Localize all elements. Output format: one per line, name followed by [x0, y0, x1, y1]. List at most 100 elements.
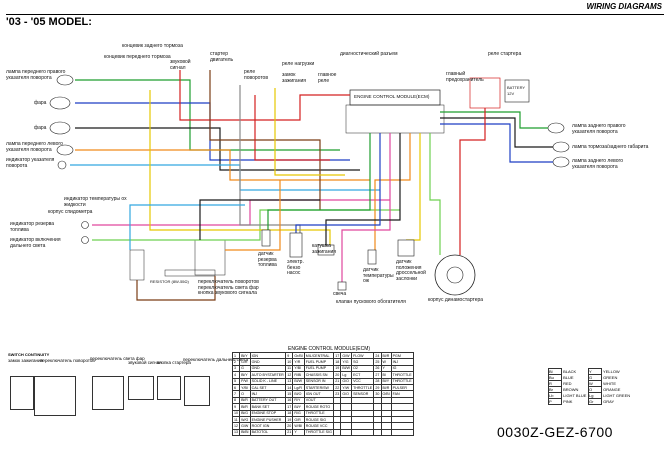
label-turn-relay: реле поворотов: [244, 69, 268, 81]
rear-left-turn-lamp: [552, 156, 570, 168]
fuel-pump: [289, 232, 303, 258]
label-headlight-2: фара: [34, 125, 47, 131]
handlebar-switch-block: [129, 249, 145, 281]
label-throttle-sensor: датчик положения дроссельной заслонки: [396, 259, 426, 282]
ecm-table-cell: [333, 415, 342, 424]
ecm-table-cell: R/G: [292, 409, 305, 417]
ecm-table-cell: [390, 403, 415, 411]
label-turn-indicator: индикатор указателя поворота: [6, 157, 55, 169]
ecm-table-cell: BATOTOL: [249, 428, 287, 437]
throttle-sensor: [397, 239, 415, 257]
label-ignition-coil: катушка зажигания: [312, 243, 336, 255]
sc-header-starter: кнопка стартера: [157, 360, 191, 365]
section-title: WIRING DIAGRAMS: [586, 2, 662, 11]
ecm-table-cell: 17: [333, 351, 342, 360]
wire: [459, 108, 486, 255]
label-rear-left-turn: лампа заднего левого указателя поворота: [572, 158, 624, 170]
wire: [325, 133, 401, 245]
legend-item: P PINK: [548, 398, 573, 405]
headlight-1: [49, 96, 71, 110]
ecm-table-cell: 2: [231, 358, 241, 366]
wire: [75, 127, 360, 171]
ecm-table-cell: [390, 396, 415, 405]
wire: [341, 133, 391, 282]
label-ecm: ENGINE CONTROL MODULE(ECM): [354, 94, 430, 99]
ecm-table-cell: [390, 415, 415, 424]
wire: [209, 70, 321, 210]
front-right-turn-lamp: [56, 74, 74, 86]
label-spark-plug: свеча: [333, 291, 347, 297]
wire: [70, 164, 380, 191]
brake-taillight: [552, 141, 570, 153]
sc-header-highbeam: переключатель дальнего света: [183, 357, 249, 362]
label-fuel-temp-indicator: индикатор температуры ох жидкости: [64, 196, 127, 208]
ecm-table-cell: 21: [285, 428, 294, 437]
ecm-table-cell: 1: [231, 351, 241, 360]
wire: [239, 85, 301, 233]
sc-table-starter: [157, 376, 181, 400]
turn-indicator: [57, 160, 67, 170]
wire: [440, 123, 553, 163]
high-beam-indicator: [81, 236, 89, 244]
ecm-table-cell: Bl/O: [292, 390, 305, 398]
ecm-table-cell: 3: [231, 364, 241, 373]
label-rear-brake-switch: концевик заднего тормоза: [122, 43, 183, 49]
label-fuel-pump: электр. бензо насос: [287, 259, 304, 276]
ecm-table-cell: 18: [333, 358, 342, 366]
label-main-relay: главное реле: [318, 72, 337, 84]
wire: [429, 133, 441, 255]
ecm-table-cell: [333, 396, 342, 405]
ecm-table-cell: [390, 428, 415, 437]
ecm-table-cell: G/R: [292, 415, 305, 424]
ecm-table-cell: THROTTLE SIG: [303, 428, 335, 437]
ecm-table-cell: Bl/W: [292, 377, 305, 385]
label-battery: BATTERY 12V: [507, 85, 526, 96]
ecm-table-cell: Gr/Bl: [292, 351, 305, 360]
switch-continuity-title: SWITCH CONTINUITY: [8, 352, 50, 357]
wire: [75, 102, 350, 161]
ecm-table-cell: 12: [231, 422, 241, 430]
sc-table-horn: [128, 376, 154, 400]
front-left-turn-lamp: [56, 144, 74, 156]
ecm-table-cell: [333, 428, 342, 437]
ecm-table-cell: [390, 409, 415, 417]
temp-sensor: [367, 249, 377, 265]
ecm-table-cell: INJ: [390, 358, 415, 366]
label-front-brake-switch: концевик переднего тормоза: [104, 54, 171, 60]
ecm-table-cell: IG: [390, 364, 415, 373]
label-main-fuse: главный предохранитель: [446, 71, 484, 83]
ecm-table-cell: [333, 422, 342, 430]
label-front-right-turn: лампа переднего правого указателя поворо…: [6, 69, 66, 81]
wire: [295, 133, 381, 233]
ecm-table-cell: [380, 428, 392, 437]
wire: [75, 79, 340, 151]
label-rear-right-turn: лампа заднего правого указателя поворота: [572, 123, 626, 135]
label-resistor: RESISTOR (8W-55Ω): [150, 279, 189, 284]
ecm-table-cell: PGM: [390, 351, 415, 360]
ecm-table-cell: 10: [231, 409, 241, 417]
fuel-reserve-sensor: [261, 229, 271, 247]
wire: [149, 90, 331, 245]
sc-table-ignition: [10, 376, 34, 410]
label-front-left-turn: лампа переднего левого указателя поворот…: [6, 141, 63, 153]
ecm-table-cell: Y/R: [292, 358, 305, 366]
wire: [179, 70, 350, 121]
ecm-table-cell: 20: [333, 371, 342, 379]
page-header: WIRING DIAGRAMS: [0, 0, 670, 14]
ecm-table-cell: 21: [333, 377, 342, 385]
sc-header-ignition: замок зажигания: [8, 358, 43, 363]
headlight-2: [49, 121, 71, 135]
ecm-table-cell: [390, 422, 415, 430]
label-diag-connector: диагностический разъем: [340, 51, 398, 57]
ecm-table-cell: 6: [231, 383, 241, 392]
ecm-table-cell: Bl/Y: [292, 403, 305, 411]
ecm-table-cell: THROTTLE: [390, 371, 415, 379]
